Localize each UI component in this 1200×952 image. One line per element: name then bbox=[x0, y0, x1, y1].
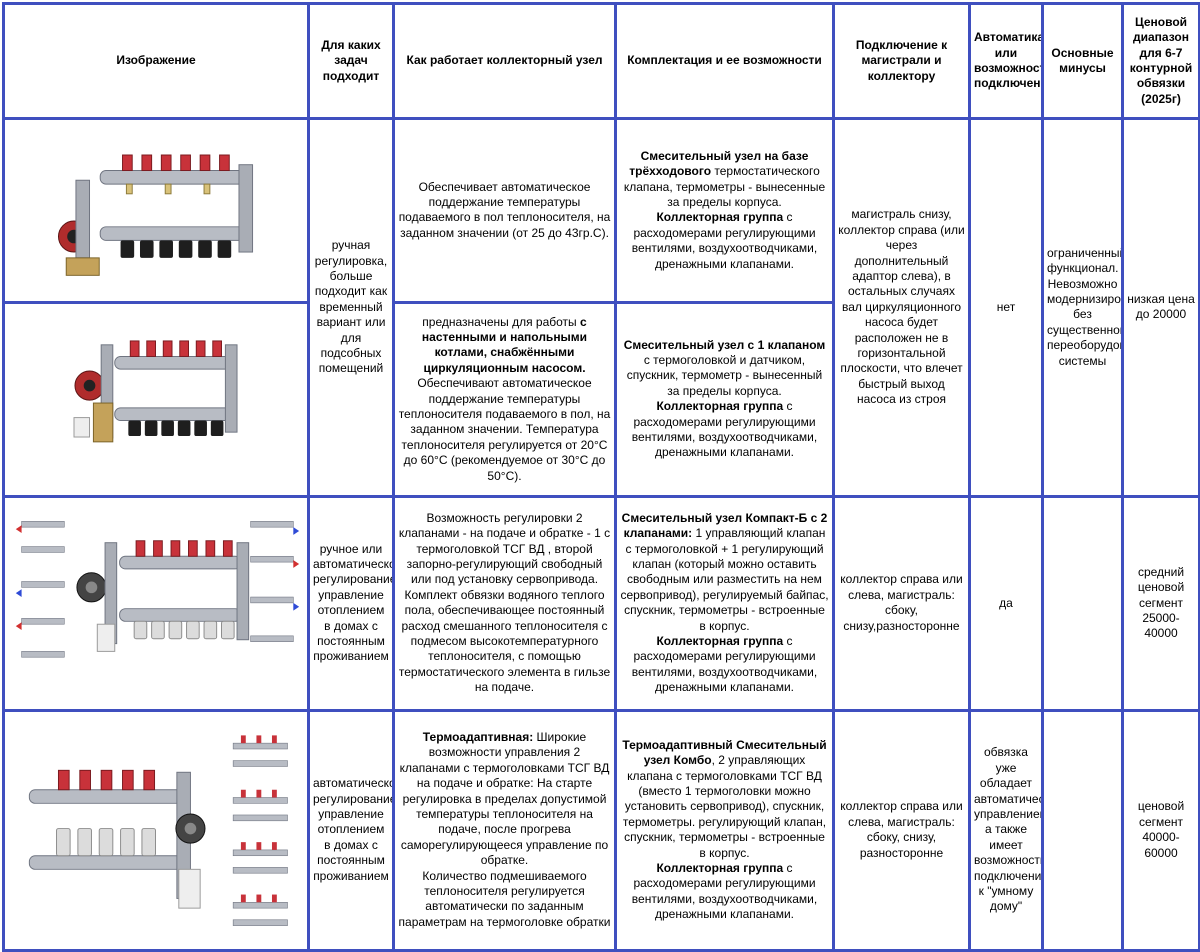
product-image-cell bbox=[2, 117, 310, 304]
tasks-cell: автоматическое регулирование, управление… bbox=[307, 708, 395, 952]
kit-bold-text: Коллекторная группа bbox=[656, 860, 784, 875]
how-text: Обеспечивают автоматическое поддержание … bbox=[398, 376, 611, 483]
minuses-cell bbox=[1041, 708, 1124, 952]
header-price: Ценовой диапазон для 6-7 контурной обвяз… bbox=[1121, 2, 1200, 120]
header-tasks: Для каких задач подходит bbox=[307, 2, 395, 120]
kit-paragraph: Смесительный узел на базе трёхходового т… bbox=[620, 149, 829, 211]
kit-cell: Смесительный узел Компакт-Б с 2 клапанам… bbox=[614, 494, 835, 712]
kit-bold-text: Коллекторная группа bbox=[656, 634, 784, 649]
kit-cell: Смесительный узел на базе трёхходового т… bbox=[614, 117, 835, 304]
minuses-cell bbox=[1041, 494, 1124, 712]
collector-manifold-three-way-valve-image bbox=[57, 154, 254, 276]
how-paragraph: Количество подмешиваемого теплоносителя … bbox=[398, 868, 611, 929]
how-paragraph: Термоадаптивная: Широкие возможности упр… bbox=[398, 730, 611, 869]
collector-manifold-compact-b-image bbox=[15, 520, 300, 658]
header-kit: Комплектация и ее возможности bbox=[614, 2, 835, 120]
kit-bold-text: Коллекторная группа bbox=[656, 210, 784, 225]
tasks-cell: ручная регулировка, больше подходит как … bbox=[307, 117, 395, 498]
connection-cell: магистраль снизу, коллектор справа (или … bbox=[832, 117, 971, 498]
how-bold-text: Термоадаптивная: bbox=[422, 729, 534, 744]
header-automation: Автоматика или возможность подключения bbox=[968, 2, 1044, 120]
kit-text: с термоголовкой и датчиком, спускник, те… bbox=[626, 353, 823, 398]
kit-cell: Термоадаптивный Смесительный узел Комбо,… bbox=[614, 708, 835, 952]
header-minuses: Основные минусы bbox=[1041, 2, 1124, 120]
automation-cell: обвязка уже обладает автоматическим упра… bbox=[968, 708, 1044, 952]
header-row: Изображение Для каких задач подходит Как… bbox=[2, 2, 1200, 120]
kit-bold-text: Смесительный узел на базе трёхходового bbox=[629, 148, 809, 179]
how-it-works-cell: Термоадаптивная: Широкие возможности упр… bbox=[392, 708, 617, 952]
kit-bold-text: Коллекторная группа bbox=[656, 399, 784, 414]
kit-paragraph: Коллекторная группа с расходомерами регу… bbox=[620, 210, 829, 272]
product-image-cell bbox=[2, 708, 310, 952]
how-text: Широкие возможности управления 2 клапана… bbox=[399, 729, 610, 868]
kit-text: с расходомерами регулирующими вентилями,… bbox=[631, 399, 818, 460]
table-row: ручное или автоматическое регулирование,… bbox=[2, 494, 1200, 712]
table-row: предназначены для работы с настенными и … bbox=[2, 300, 1200, 498]
connection-cell: коллектор справа или слева, магистраль: … bbox=[832, 708, 971, 952]
kit-paragraph: Смесительный узел с 1 клапаном с термого… bbox=[620, 338, 829, 400]
how-text: предназначены для работы bbox=[422, 314, 581, 329]
price-cell: низкая цена до 20000 bbox=[1121, 117, 1200, 498]
kit-bold-text: Смесительный узел с 1 клапаном bbox=[623, 337, 826, 352]
kit-cell: Смесительный узел с 1 клапаном с термого… bbox=[614, 300, 835, 498]
product-image-cell bbox=[2, 494, 310, 712]
how-bold-text: с настенными и напольными котлами, снабж… bbox=[421, 314, 588, 375]
kit-text: 1 управляющий клапан с термоголовкой + 1… bbox=[620, 526, 829, 633]
connection-cell: коллектор справа или слева, магистраль: … bbox=[832, 494, 971, 712]
how-it-works-cell: Обеспечивает автоматическое поддержание … bbox=[392, 117, 617, 304]
kit-text: с расходомерами регулирующими вентилями,… bbox=[631, 860, 818, 922]
kit-text: с расходомерами регулирующими вентилями,… bbox=[631, 634, 818, 695]
how-it-works-cell: предназначены для работы с настенными и … bbox=[392, 300, 617, 498]
kit-paragraph: Смесительный узел Компакт-Б с 2 клапанам… bbox=[620, 511, 829, 634]
kit-paragraph: Коллекторная группа с расходомерами регу… bbox=[620, 861, 829, 923]
kit-bold-text: Смесительный узел Компакт-Б с 2 клапанам… bbox=[621, 510, 828, 541]
table-row: автоматическое регулирование, управление… bbox=[2, 708, 1200, 952]
kit-text: , 2 управляющих клапана с термоголовками… bbox=[622, 753, 827, 860]
kit-text: с расходомерами регулирующими вентилями,… bbox=[631, 210, 818, 271]
automation-cell: да bbox=[968, 494, 1044, 712]
collector-manifold-one-valve-image bbox=[73, 340, 238, 442]
table-row: ручная регулировка, больше подходит как … bbox=[2, 117, 1200, 498]
how-it-works-cell: Возможность регулировки 2 клапанами - на… bbox=[392, 494, 617, 712]
collector-manifold-combo-image bbox=[28, 735, 288, 926]
minuses-cell: ограниченный функционал. Невозможно моде… bbox=[1041, 117, 1124, 498]
kit-text: термостатического клапана, термометры - … bbox=[623, 164, 826, 209]
header-how-it-works: Как работает коллекторный узел bbox=[392, 2, 617, 120]
product-image-cell bbox=[2, 300, 310, 498]
automation-cell: нет bbox=[968, 117, 1044, 498]
kit-paragraph: Коллекторная группа с расходомерами регу… bbox=[620, 399, 829, 461]
header-image: Изображение bbox=[2, 2, 310, 120]
kit-bold-text: Термоадаптивный Смесительный узел Комбо bbox=[622, 737, 827, 768]
tasks-cell: ручное или автоматическое регулирование,… bbox=[307, 494, 395, 712]
price-cell: ценовой сегмент 40000-60000 bbox=[1121, 708, 1200, 952]
header-connection: Подключение к магистрали и коллектору bbox=[832, 2, 971, 120]
kit-paragraph: Коллекторная группа с расходомерами регу… bbox=[620, 634, 829, 696]
price-cell: средний ценовой сегмент 25000-40000 bbox=[1121, 494, 1200, 712]
kit-paragraph: Термоадаптивный Смесительный узел Комбо,… bbox=[620, 738, 829, 861]
